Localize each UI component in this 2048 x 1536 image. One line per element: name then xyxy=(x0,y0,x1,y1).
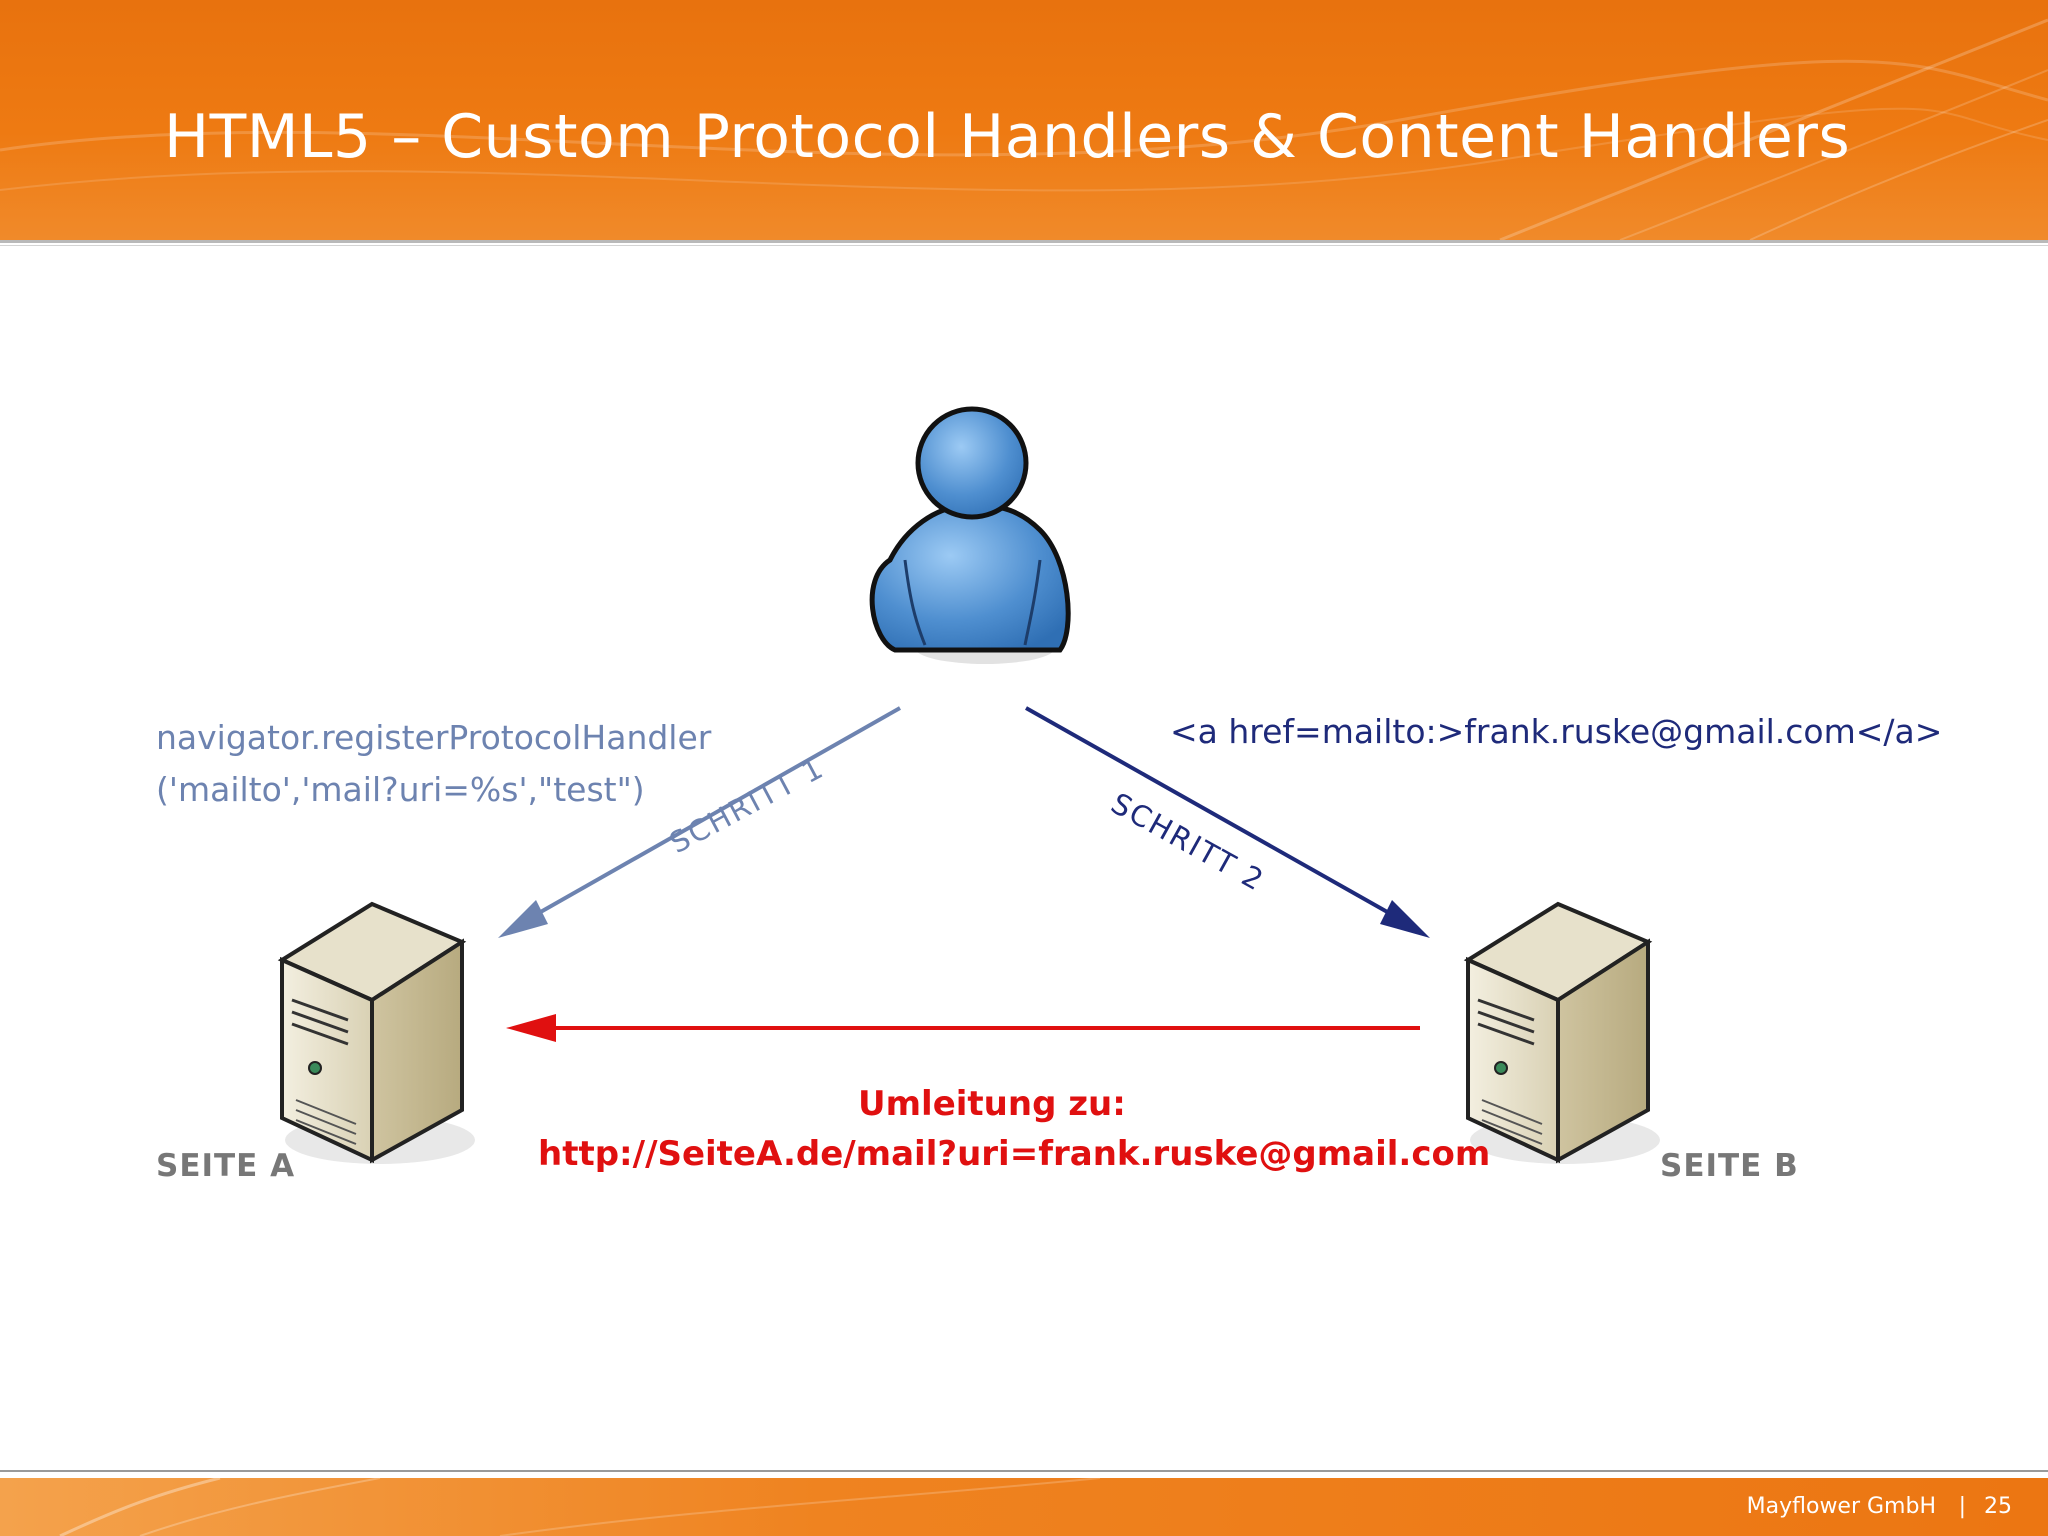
arrow-redirect xyxy=(506,1014,1420,1042)
server-a-label: SEITE A xyxy=(156,1148,296,1184)
slide-footer: Mayflower GmbH | 25 xyxy=(0,1478,2048,1536)
footer-wave-decoration xyxy=(59,1478,1101,1536)
header-divider xyxy=(0,240,2048,243)
header-divider-thin xyxy=(0,245,2048,246)
footer-separator: | xyxy=(1958,1494,1966,1519)
user-icon xyxy=(869,406,1071,664)
server-icon xyxy=(277,901,475,1164)
server-b-label: SEITE B xyxy=(1660,1148,1799,1184)
footer-divider xyxy=(0,1470,2048,1472)
redirect-label: Umleitung zu: xyxy=(858,1084,1126,1124)
server-icon xyxy=(1463,901,1660,1164)
page-number: 25 xyxy=(1984,1494,2012,1519)
header-wave-decoration xyxy=(0,18,2048,240)
arrow-step-1 xyxy=(498,706,901,938)
mailto-link-code: <a href=mailto:>frank.ruske@gmail.com</a… xyxy=(1170,712,1943,751)
register-protocol-code-line2: ('mailto','mail?uri=%s',"test") xyxy=(156,770,645,809)
register-protocol-code-line1: navigator.registerProtocolHandler xyxy=(156,718,712,757)
slide-header: HTML5 – Custom Protocol Handlers & Conte… xyxy=(0,0,2048,240)
redirect-url: http://SeiteA.de/mail?uri=frank.ruske@gm… xyxy=(538,1134,1491,1174)
arrow-step-2 xyxy=(1025,706,1430,938)
footer-company: Mayflower GmbH xyxy=(1746,1494,1936,1519)
slide-title: HTML5 – Custom Protocol Handlers & Conte… xyxy=(164,102,1851,172)
register-protocol-code: navigator.registerProtocolHandler ('mail… xyxy=(156,712,711,816)
